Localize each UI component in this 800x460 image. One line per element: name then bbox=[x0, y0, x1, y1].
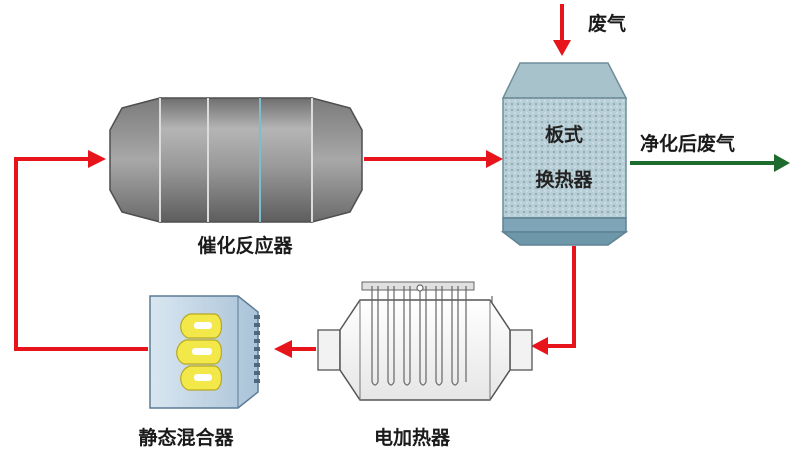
exhaust-in-label: 废气 bbox=[588, 12, 626, 35]
heater-to-mixer-arrow bbox=[274, 340, 316, 358]
heating-elements bbox=[371, 284, 493, 386]
mixer-to-reactor-arrow bbox=[14, 150, 148, 351]
exhaust-inlet-arrow bbox=[553, 4, 571, 56]
electric-heater bbox=[317, 281, 533, 401]
plate-exchanger-label-line2: 换热器 bbox=[535, 168, 593, 191]
catalytic-reactor bbox=[109, 97, 363, 223]
catalytic-reactor-label: 催化反应器 bbox=[197, 234, 293, 257]
mixer-blades bbox=[176, 313, 223, 391]
purified-exhaust-label: 净化后废气 bbox=[640, 132, 735, 155]
reactor-to-exchanger-arrow bbox=[364, 150, 503, 168]
plate-heat-exchanger: 板式 换热器 bbox=[500, 62, 629, 246]
mixer-serration bbox=[254, 315, 260, 383]
purified-outlet-arrow bbox=[630, 154, 790, 172]
electric-heater-label: 电加热器 bbox=[374, 426, 451, 449]
static-mixer-label: 静态混合器 bbox=[138, 426, 234, 449]
static-mixer bbox=[149, 295, 260, 409]
plate-exchanger-label-line1: 板式 bbox=[545, 123, 583, 146]
exchanger-to-heater-arrow bbox=[531, 246, 576, 355]
